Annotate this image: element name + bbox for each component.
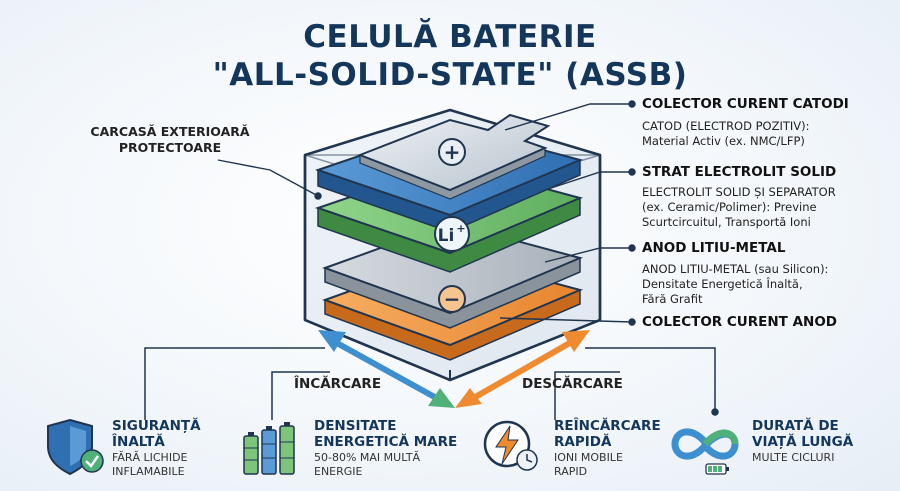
svg-text:+: + xyxy=(444,140,461,164)
feature-lifespan-title: DURATĂ DE VIAȚĂ LUNGĂ xyxy=(752,418,853,450)
desc-electrolyte-line-3: Scurtcircuitul, Transportă Ioni xyxy=(642,215,811,229)
feature-lifespan-desc-1: MULTE CICLURI xyxy=(752,451,835,464)
feature-safety-desc-1: FĂRĂ LICHIDE xyxy=(112,451,188,464)
discharge-label: DESCĂRCARE xyxy=(522,376,623,392)
battery-stack-icon xyxy=(243,422,295,475)
casing-label: CARCASĂ EXTERIOARĂ PROTECTOARE xyxy=(60,124,280,156)
svg-text:+: + xyxy=(456,222,465,235)
feature-safety-title-2: ÎNALTĂ xyxy=(112,434,165,450)
charge-label: ÎNCĂRCARE xyxy=(294,376,382,392)
feature-fastcharge-desc-1: IONI MOBILE xyxy=(554,451,623,464)
feature-density-title-2: ENERGETICĂ MARE xyxy=(314,434,458,450)
lithium-ion-symbol: Li + xyxy=(434,216,470,252)
svg-text:Li: Li xyxy=(438,226,455,246)
desc-cathode-line-1: CATOD (ELECTROD POZITIV): xyxy=(642,119,810,133)
flow-connectors xyxy=(144,347,719,420)
charge-arrow xyxy=(318,330,455,408)
casing-label-line-2: PROTECTOARE xyxy=(118,140,222,155)
feature-safety-title: SIGURANȚĂ ÎNALTĂ xyxy=(112,418,201,450)
negative-symbol: − xyxy=(438,285,466,313)
label-cathode-collector: COLECTOR CURENT CATODI xyxy=(642,96,849,112)
leader-lines xyxy=(217,100,636,326)
feature-safety-title-1: SIGURANȚĂ xyxy=(112,418,201,434)
desc-anode-line-3: Fără Grafit xyxy=(642,292,703,306)
feature-lifespan-desc: MULTE CICLURI xyxy=(752,451,834,465)
feature-density-desc-2: ENERGIE xyxy=(314,464,363,478)
desc-anode-line-1: ANOD LITIU-METAL (sau Silicon): xyxy=(642,262,829,276)
feature-fastcharge-desc-2: RAPID xyxy=(554,464,588,478)
feature-fastcharge-desc: IONI MOBILE RAPID xyxy=(554,451,623,478)
title-line-1: CELULĂ BATERIE xyxy=(303,19,597,55)
feature-density-desc: 50-80% MAI MULTĂ ENERGIE xyxy=(314,451,420,478)
feature-safety-desc: FĂRĂ LICHIDE INFLAMABILE xyxy=(112,451,188,478)
label-anode-collector: COLECTOR CURENT ANOD xyxy=(642,314,838,330)
feature-fastcharge-title: REÎNCĂRCARE RAPIDĂ xyxy=(554,418,661,450)
svg-text:−: − xyxy=(444,287,461,311)
feature-density-title: DENSITATE ENERGETICĂ MARE xyxy=(314,418,457,450)
desc-cathode-line-2: Material Activ (ex. NMC/LFP) xyxy=(642,134,805,148)
feature-density-title-1: DENSITATE xyxy=(314,418,397,434)
shield-check-icon xyxy=(47,418,104,476)
label-lithium-anode: ANOD LITIU-METAL xyxy=(642,240,786,256)
feature-lifespan-title-2: VIAȚĂ LUNGĂ xyxy=(752,434,854,450)
positive-symbol: + xyxy=(438,138,466,166)
feature-density-desc-1: 50-80% MAI MULTĂ xyxy=(314,451,421,464)
feature-fastcharge-title-1: REÎNCĂRCARE xyxy=(554,418,661,434)
desc-electrolyte-line-2: (ex. Ceramic/Polimer): Previne xyxy=(642,200,817,214)
feature-fastcharge-title-2: RAPIDĂ xyxy=(554,434,612,450)
feature-lifespan-title-1: DURATĂ DE xyxy=(752,418,839,434)
desc-anode-line-2: Densitate Energetică Înaltă, xyxy=(642,277,803,291)
title-line-2: "ALL-SOLID-STATE" (ASSB) xyxy=(212,57,688,93)
discharge-arrow xyxy=(455,330,590,408)
fast-charge-icon xyxy=(483,420,538,471)
label-solid-electrolyte: STRAT ELECTROLIT SOLID xyxy=(642,164,837,180)
desc-electrolyte-line-1: ELECTROLIT SOLID ȘI SEPARATOR xyxy=(642,185,836,199)
casing-label-line-1: CARCASĂ EXTERIOARĂ xyxy=(90,124,250,139)
feature-safety-desc-2: INFLAMABILE xyxy=(112,464,185,478)
infinity-battery-icon xyxy=(671,428,739,475)
